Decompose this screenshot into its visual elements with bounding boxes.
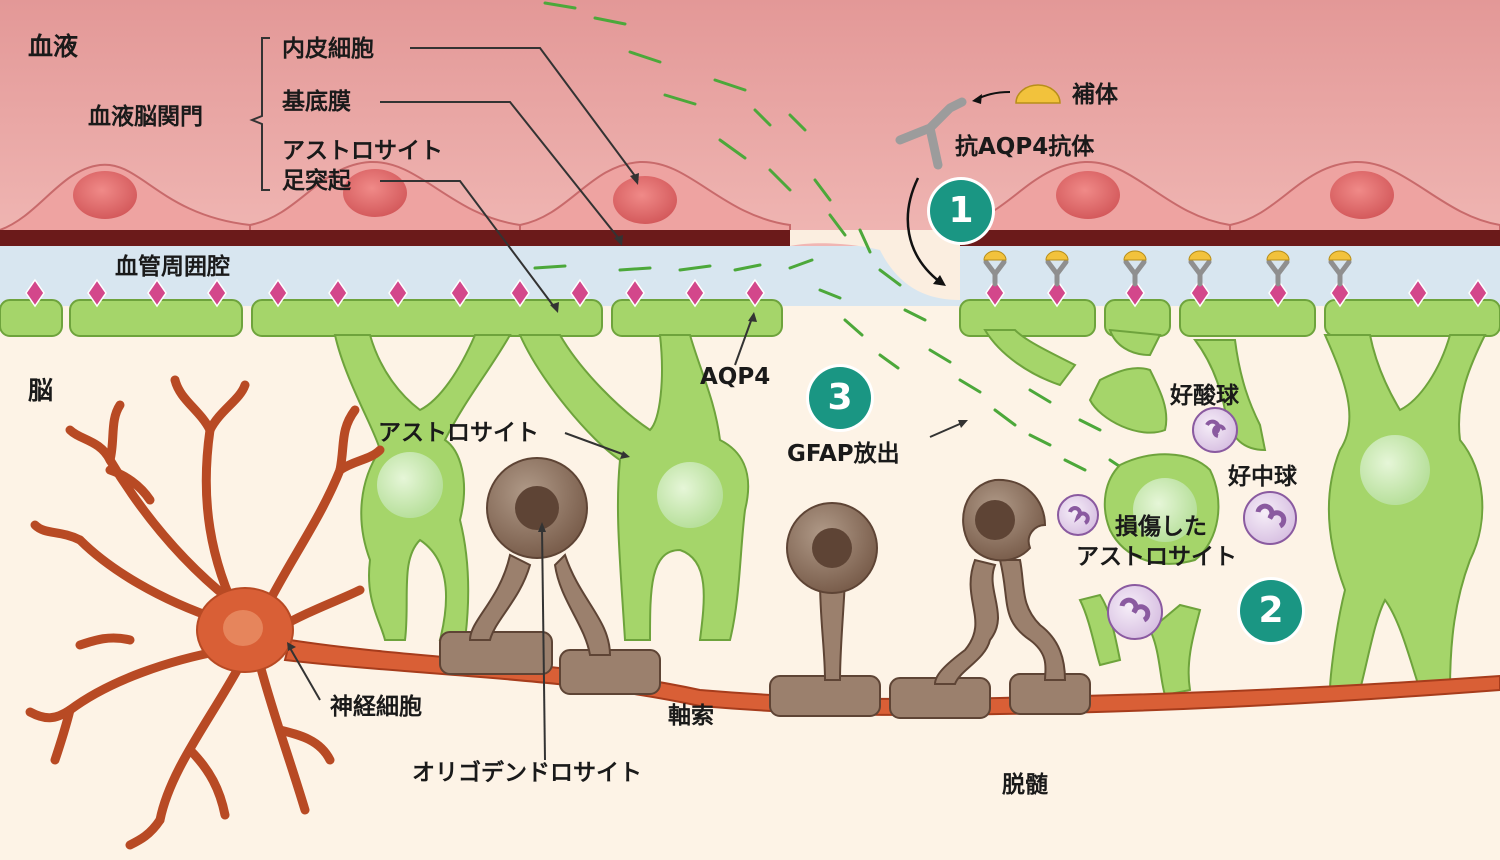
gfap-label: GFAP放出 (787, 441, 900, 467)
endothelial-label: 内皮細胞 (282, 36, 374, 62)
neutrophil-label: 好中球 (1228, 464, 1297, 490)
aqp4-label: AQP4 (700, 364, 771, 390)
step-badge-1: 1 (930, 180, 992, 242)
neutrophil-icon (1057, 491, 1297, 640)
neuron (25, 375, 385, 850)
leader-lines (249, 37, 963, 761)
blood-label: 血液 (28, 32, 79, 61)
basement-membrane-left (0, 230, 790, 246)
axon-label: 軸索 (668, 703, 714, 729)
astrocyte-nucleus-1 (377, 452, 443, 518)
eosinophil-icon (1192, 407, 1238, 453)
bbb-label: 血液脳関門 (88, 104, 203, 130)
brain-label: 脳 (28, 376, 54, 405)
endothelial-cells (0, 160, 1500, 233)
basement-label: 基底膜 (282, 89, 351, 115)
aqp4-channels (25, 278, 1488, 308)
oligodendrocytes (468, 457, 1067, 685)
astrocyte-endfeet (0, 299, 1500, 337)
demyelination-label: 脱髄 (1002, 772, 1048, 798)
complement-label: 補体 (1072, 82, 1118, 108)
complement-icon (1015, 84, 1061, 104)
damaged-astrocyte-label-2: アストロサイト (1076, 544, 1237, 570)
eosinophil-label: 好酸球 (1170, 383, 1239, 409)
brain-region (0, 306, 1500, 860)
step-badge-2: 2 (1240, 580, 1302, 642)
neuron-label: 神経細胞 (330, 694, 422, 720)
leader-arrowheads (287, 173, 968, 651)
axon (283, 638, 1500, 717)
damaged-astrocyte-label-1: 損傷した (1115, 514, 1207, 540)
astrocyte-nucleus-3 (1360, 435, 1430, 505)
step-badge-3: 3 (809, 367, 871, 429)
bound-antibodies (983, 250, 1352, 287)
antibody-label: 抗AQP4抗体 (955, 134, 1095, 160)
astro-foot-label-1: アストロサイト (282, 138, 443, 164)
damaged-astrocyte-nucleus (1133, 478, 1197, 542)
perivascular-label: 血管周囲腔 (115, 254, 230, 280)
oligodendrocyte-label: オリゴデンドロサイト (412, 760, 642, 786)
basement-membrane-right (960, 230, 1500, 246)
antibody-icon (895, 97, 967, 170)
blood-region (0, 0, 1500, 250)
astrocyte-label: アストロサイト (378, 420, 539, 446)
astrocyte-nucleus-2 (657, 462, 723, 528)
astro-foot-label-2: 足突起 (282, 168, 351, 194)
